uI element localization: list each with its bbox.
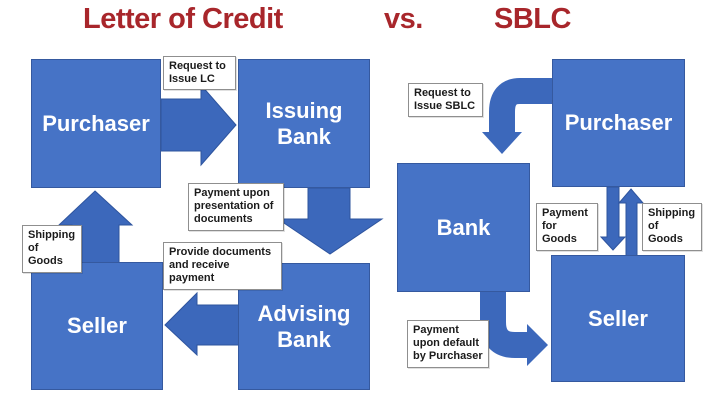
lc-payment-note: Payment upon presentation of documents	[188, 183, 284, 231]
title-vs: vs.	[384, 3, 423, 35]
sblc-payment-default-note: Payment upon default by Purchaser	[407, 320, 489, 368]
lc-purchaser-box: Purchaser	[31, 59, 161, 188]
sblc-payment-goods-note: Payment for Goods	[536, 203, 598, 251]
sblc-default-elbow-arrow-icon	[480, 291, 528, 358]
sblc-purchaser-box: Purchaser	[552, 59, 685, 187]
sblc-bank-box: Bank	[397, 163, 530, 292]
sblc-seller-box: Seller	[551, 255, 685, 382]
sblc-payment-arrow-down-icon	[599, 186, 627, 251]
sblc-shipping-note: Shipping of Goods	[642, 203, 702, 251]
sblc-default-elbow-arrowhead-icon	[527, 324, 548, 366]
sblc-request-note: Request to Issue SBLC	[408, 83, 483, 118]
sblc-shipping-arrow-up-icon	[617, 188, 645, 257]
sblc-request-elbow-arrowhead-icon	[482, 132, 522, 154]
lc-seller-box: Seller	[31, 262, 163, 390]
lc-provide-note: Provide documents and receive payment	[163, 242, 282, 290]
lc-issuing-bank-box: Issuing Bank	[238, 59, 370, 188]
lc-payment-arrow-down-icon	[276, 187, 384, 255]
sblc-request-elbow-arrow-icon	[489, 78, 553, 134]
lc-shipping-note: Shipping of Goods	[22, 225, 82, 273]
lc-request-note: Request to Issue LC	[163, 56, 236, 91]
lc-request-arrow-right-icon	[160, 83, 237, 167]
title-sblc: SBLC	[494, 3, 571, 35]
title-letter-of-credit: Letter of Credit	[83, 3, 283, 35]
lc-provide-arrow-left-icon	[164, 291, 240, 357]
